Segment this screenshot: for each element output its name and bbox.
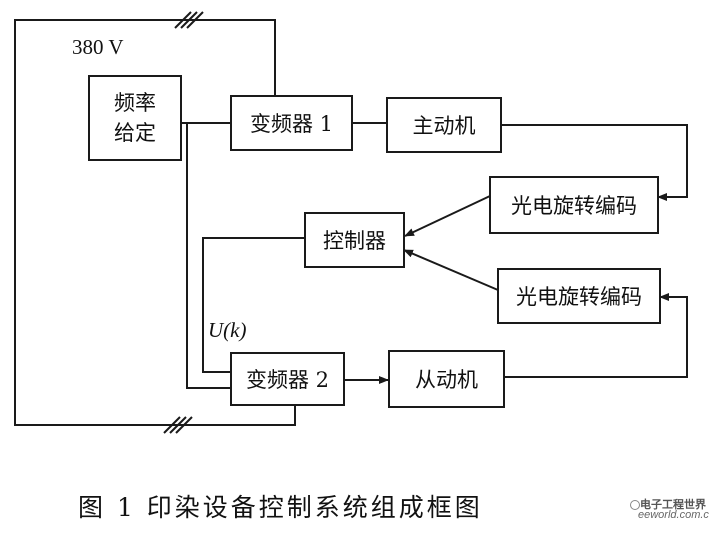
master-motor-block: 主动机 xyxy=(386,97,502,153)
slave-motor-block: 从动机 xyxy=(388,350,505,408)
encoder-2-block: 光电旋转编码 xyxy=(497,268,661,324)
encoder1-to-controller-line xyxy=(404,195,491,237)
encoder-1-block: 光电旋转编码 xyxy=(489,176,659,234)
encoder2-to-controller-line xyxy=(403,249,499,291)
watermark-line2: eeworld.com.cn xyxy=(638,509,709,521)
setpoint-to-inverter2-line xyxy=(186,123,230,389)
logo-mark-icon xyxy=(630,500,640,510)
watermark-logo: 电子工程世界 eeworld.com.cn xyxy=(630,496,709,530)
inverter-2-block: 变频器 2 xyxy=(230,352,345,406)
three-phase-mark-top xyxy=(174,11,204,29)
supply-bus-line xyxy=(14,19,296,426)
freq-setpoint-block: 频率 给定 xyxy=(88,75,182,161)
supply-voltage-label: 380 V xyxy=(72,35,124,59)
controller-block: 控制器 xyxy=(304,212,405,268)
inverter-1-block: 变频器 1 xyxy=(230,95,353,151)
controller-to-inverter2-line xyxy=(202,237,304,373)
three-phase-mark-bottom xyxy=(163,416,193,434)
control-signal-label: U(k) xyxy=(208,318,247,342)
slave-to-encoder2-line xyxy=(504,293,688,378)
figure-caption: 图 1 印染设备控制系统组成框图 xyxy=(78,493,483,522)
master-to-encoder1-line xyxy=(501,124,688,201)
watermark-line1: 电子工程世界 xyxy=(640,498,706,511)
